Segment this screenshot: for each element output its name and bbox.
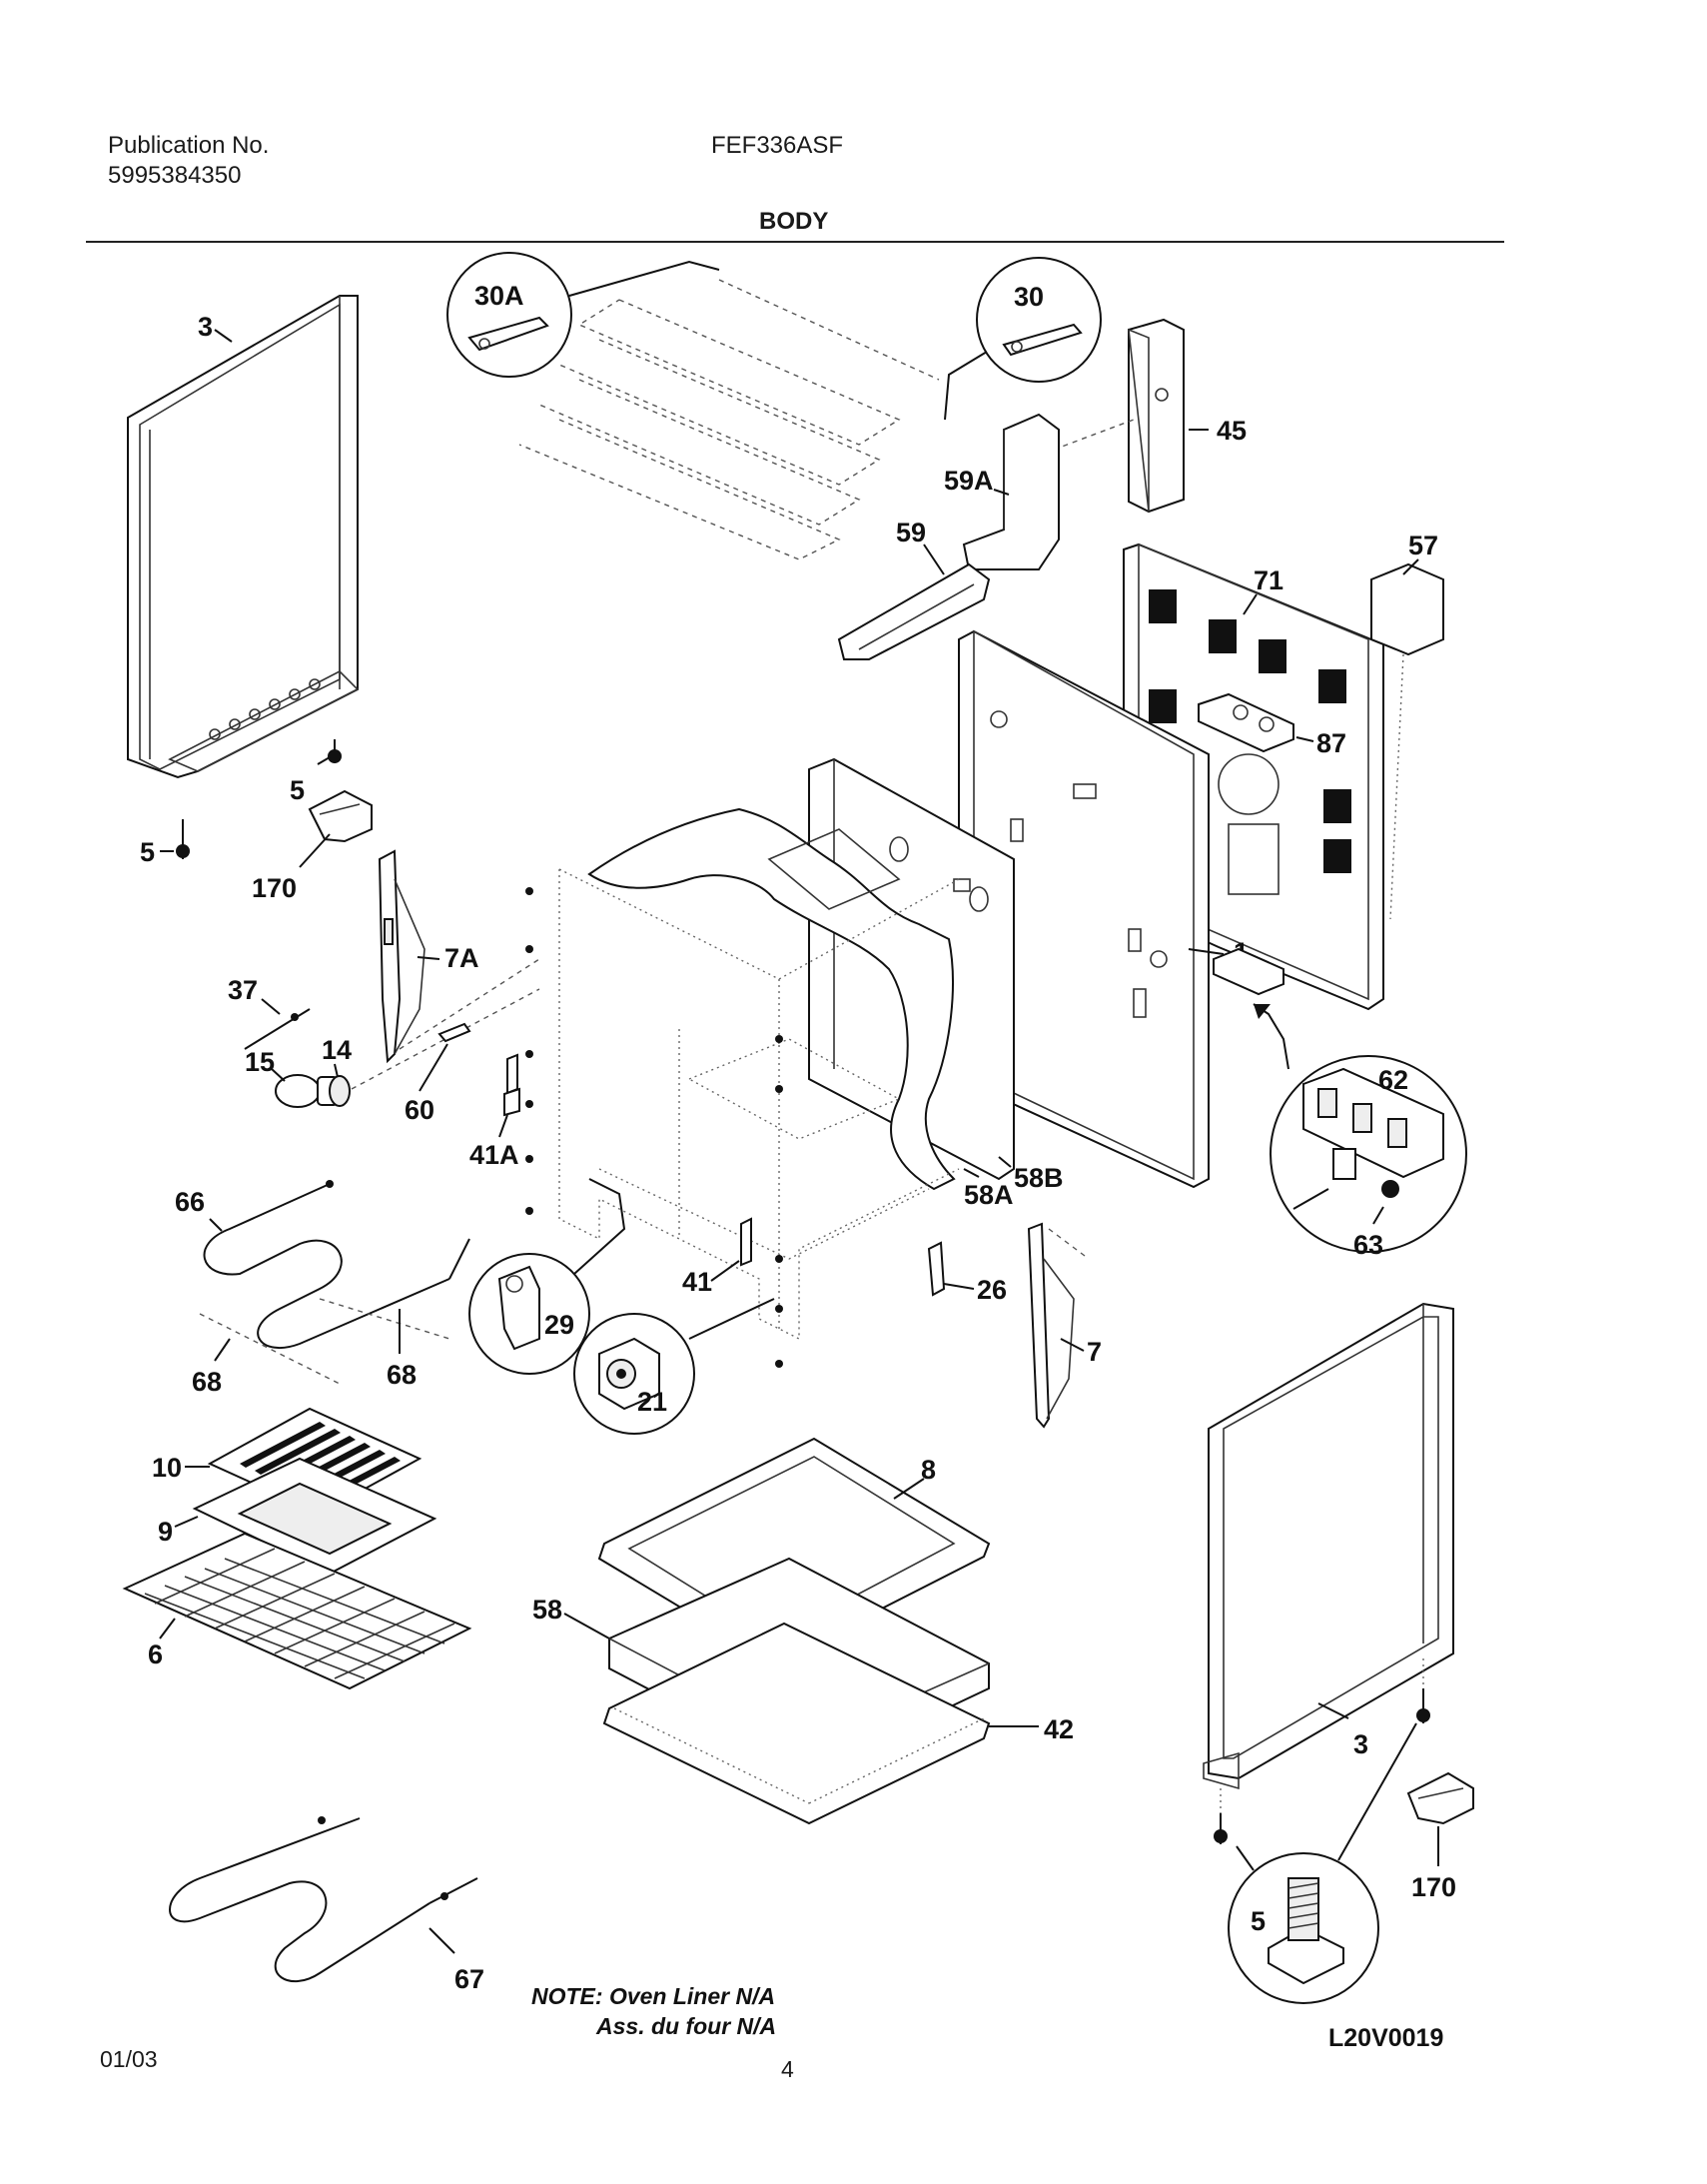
terminal-block-62 xyxy=(1292,1067,1444,1210)
switch-29 xyxy=(497,1265,540,1351)
label-5-a: 5 xyxy=(290,775,305,805)
label-21: 21 xyxy=(637,1387,667,1417)
label-58b: 58B xyxy=(1014,1163,1064,1193)
label-60: 60 xyxy=(405,1095,434,1125)
sensor-21 xyxy=(598,1337,660,1411)
drawing-code: L20V0019 xyxy=(1328,2024,1443,2052)
publication-label: Publication No. xyxy=(108,132,270,159)
footer-date: 01/03 xyxy=(100,2046,158,2072)
hinge-bracket-right xyxy=(1406,1771,1474,1825)
label-7: 7 xyxy=(1087,1337,1102,1367)
label-45: 45 xyxy=(1217,416,1247,446)
label-9: 9 xyxy=(158,1517,173,1547)
label-67: 67 xyxy=(454,1964,484,1994)
label-87: 87 xyxy=(1316,728,1346,758)
label-59a: 59A xyxy=(944,466,994,496)
broil-element-66 xyxy=(203,1180,470,1350)
label-41a: 41A xyxy=(469,1140,519,1170)
label-68-b: 68 xyxy=(387,1360,417,1390)
label-3-right: 3 xyxy=(1353,1729,1368,1759)
header-rule xyxy=(86,241,1504,243)
label-71: 71 xyxy=(1254,565,1283,595)
vent-duct-59 xyxy=(837,562,991,660)
label-41: 41 xyxy=(682,1267,712,1297)
label-30a: 30A xyxy=(474,281,524,311)
side-panel-right xyxy=(1203,1302,1454,1790)
wire-37 xyxy=(244,1008,311,1050)
oven-rack-6 xyxy=(122,1532,472,1690)
label-14: 14 xyxy=(322,1035,352,1065)
label-57: 57 xyxy=(1408,531,1438,560)
model-number: FEF336ASF xyxy=(711,132,844,159)
publication-number: 5995384350 xyxy=(108,162,242,189)
leveling-leg-5 xyxy=(1268,1877,1344,1985)
label-6: 6 xyxy=(148,1639,163,1669)
screw-icon xyxy=(176,739,342,859)
label-42: 42 xyxy=(1044,1714,1074,1744)
side-panel-left xyxy=(127,295,360,779)
callout-circle-30a xyxy=(446,252,572,378)
hinge-7 xyxy=(1027,1222,1090,1429)
label-66: 66 xyxy=(175,1187,205,1217)
label-26: 26 xyxy=(977,1275,1007,1305)
label-10: 10 xyxy=(152,1453,182,1483)
vent-duct-59a xyxy=(962,413,1060,570)
label-8: 8 xyxy=(921,1455,936,1485)
bottom-plate-42 xyxy=(602,1622,991,1825)
label-58a: 58A xyxy=(964,1180,1014,1210)
hinge-7a xyxy=(378,849,426,1064)
callout-circle-30 xyxy=(976,257,1102,383)
bracket-41 xyxy=(740,1217,752,1267)
label-170-left: 170 xyxy=(252,873,297,903)
label-170-right: 170 xyxy=(1411,1872,1456,1902)
label-30: 30 xyxy=(1014,282,1044,312)
label-68-a: 68 xyxy=(192,1367,222,1397)
terminal-cover-45 xyxy=(1128,318,1185,514)
insulation-58a xyxy=(587,807,956,1191)
bracket-41a xyxy=(503,1053,520,1117)
label-29: 29 xyxy=(544,1310,574,1340)
label-7a: 7A xyxy=(444,943,479,973)
label-3-left: 3 xyxy=(198,312,213,342)
clip-60 xyxy=(437,1022,471,1043)
note-line-2: Ass. du four N/A xyxy=(595,2013,776,2039)
hinge-bracket-left xyxy=(308,789,373,843)
fastener-dots xyxy=(525,887,783,1368)
screw-icon xyxy=(1214,1688,1430,1844)
label-63: 63 xyxy=(1353,1230,1383,1260)
label-5-b: 5 xyxy=(140,837,155,867)
latch-26 xyxy=(927,1241,946,1297)
note-line-1: NOTE: Oven Liner N/A xyxy=(531,1983,775,2009)
label-58: 58 xyxy=(532,1595,562,1625)
label-5-right: 5 xyxy=(1251,1906,1266,1936)
cooktop-element-outline xyxy=(518,279,940,560)
terminal-block-small xyxy=(1213,947,1284,996)
page-number: 4 xyxy=(781,2056,794,2082)
label-15: 15 xyxy=(245,1047,275,1077)
label-62: 62 xyxy=(1378,1065,1408,1095)
bake-element-67 xyxy=(169,1816,478,1983)
label-59: 59 xyxy=(896,518,926,547)
cover-plate-57 xyxy=(1370,562,1444,656)
section-title: BODY xyxy=(759,208,829,235)
label-37: 37 xyxy=(228,975,258,1005)
gasket-plate-87 xyxy=(1198,692,1294,753)
oven-liner-outline xyxy=(558,868,960,1341)
oven-lamp xyxy=(275,1074,351,1108)
